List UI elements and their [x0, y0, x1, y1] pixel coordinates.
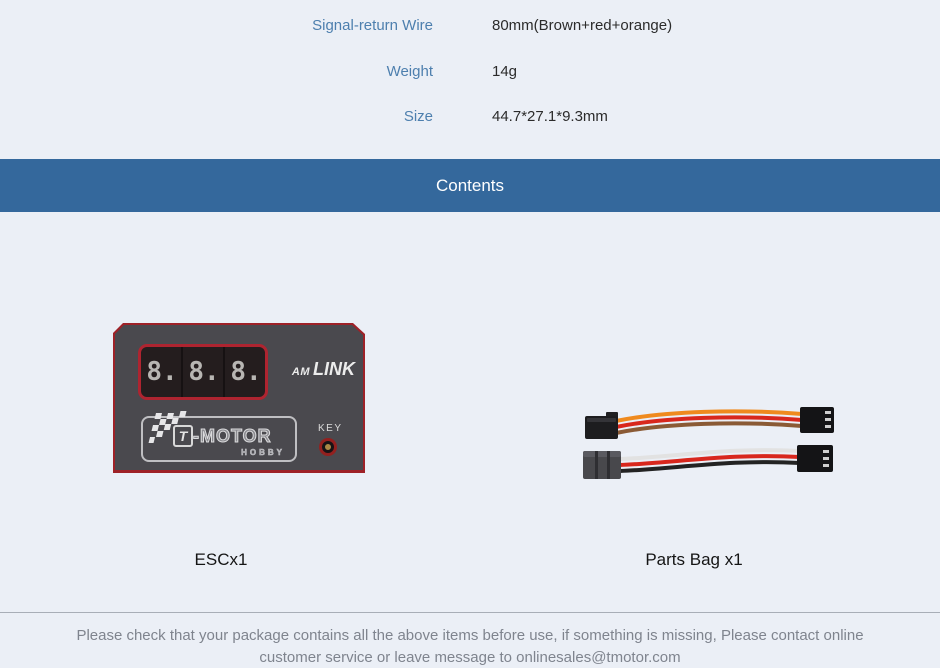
spec-value: 44.7*27.1*9.3mm	[492, 108, 608, 125]
checkered-flag-icon	[145, 409, 191, 445]
servo-cable-bottom	[583, 445, 833, 479]
parts-bag-image	[583, 407, 834, 479]
banner-title: Contents	[435, 175, 505, 195]
logo-motor-text: -MOTOR	[193, 426, 272, 446]
brand-am-text: AM	[291, 366, 310, 378]
seven-segment-display: 8. 8. 8.	[138, 344, 268, 400]
contents-section-banner: Contents	[0, 159, 940, 212]
spec-label: Weight	[386, 63, 433, 80]
servo-cable-top	[585, 407, 834, 439]
brand-link-text: LINK	[313, 359, 355, 379]
digit-cell: 8.	[183, 347, 225, 397]
footer-line-2: customer service or leave message to onl…	[259, 649, 681, 666]
digit-cell: 8.	[141, 347, 183, 397]
spec-label: Signal-return Wire	[312, 17, 433, 34]
footer-divider	[0, 612, 940, 613]
key-label: KEY	[318, 423, 343, 434]
caption-esc: ESCx1	[194, 550, 248, 569]
digit-cell: 8.	[230, 357, 262, 387]
spec-label: Size	[403, 108, 433, 125]
spec-value: 14g	[492, 63, 518, 80]
footer-line-1: Please check that your package contains …	[76, 627, 864, 644]
logo-hobby-text: HOBBY	[241, 448, 285, 457]
spec-value: 80mm(Brown+red+orange)	[492, 17, 673, 34]
logo-t-badge: T	[173, 425, 193, 447]
key-button	[322, 441, 334, 453]
tmotor-logo-plate: T -MOTOR HOBBY	[141, 416, 297, 462]
footer-note: Please check that your package contains …	[0, 625, 940, 668]
spec-row-size: Size 44.7*27.1*9.3mm	[0, 107, 940, 127]
spec-row-weight: Weight 14g	[0, 62, 940, 82]
spec-row-signal-return-wire: Signal-return Wire 80mm(Brown+red+orange…	[0, 16, 940, 36]
caption-parts-bag: Parts Bag x1	[645, 550, 743, 569]
